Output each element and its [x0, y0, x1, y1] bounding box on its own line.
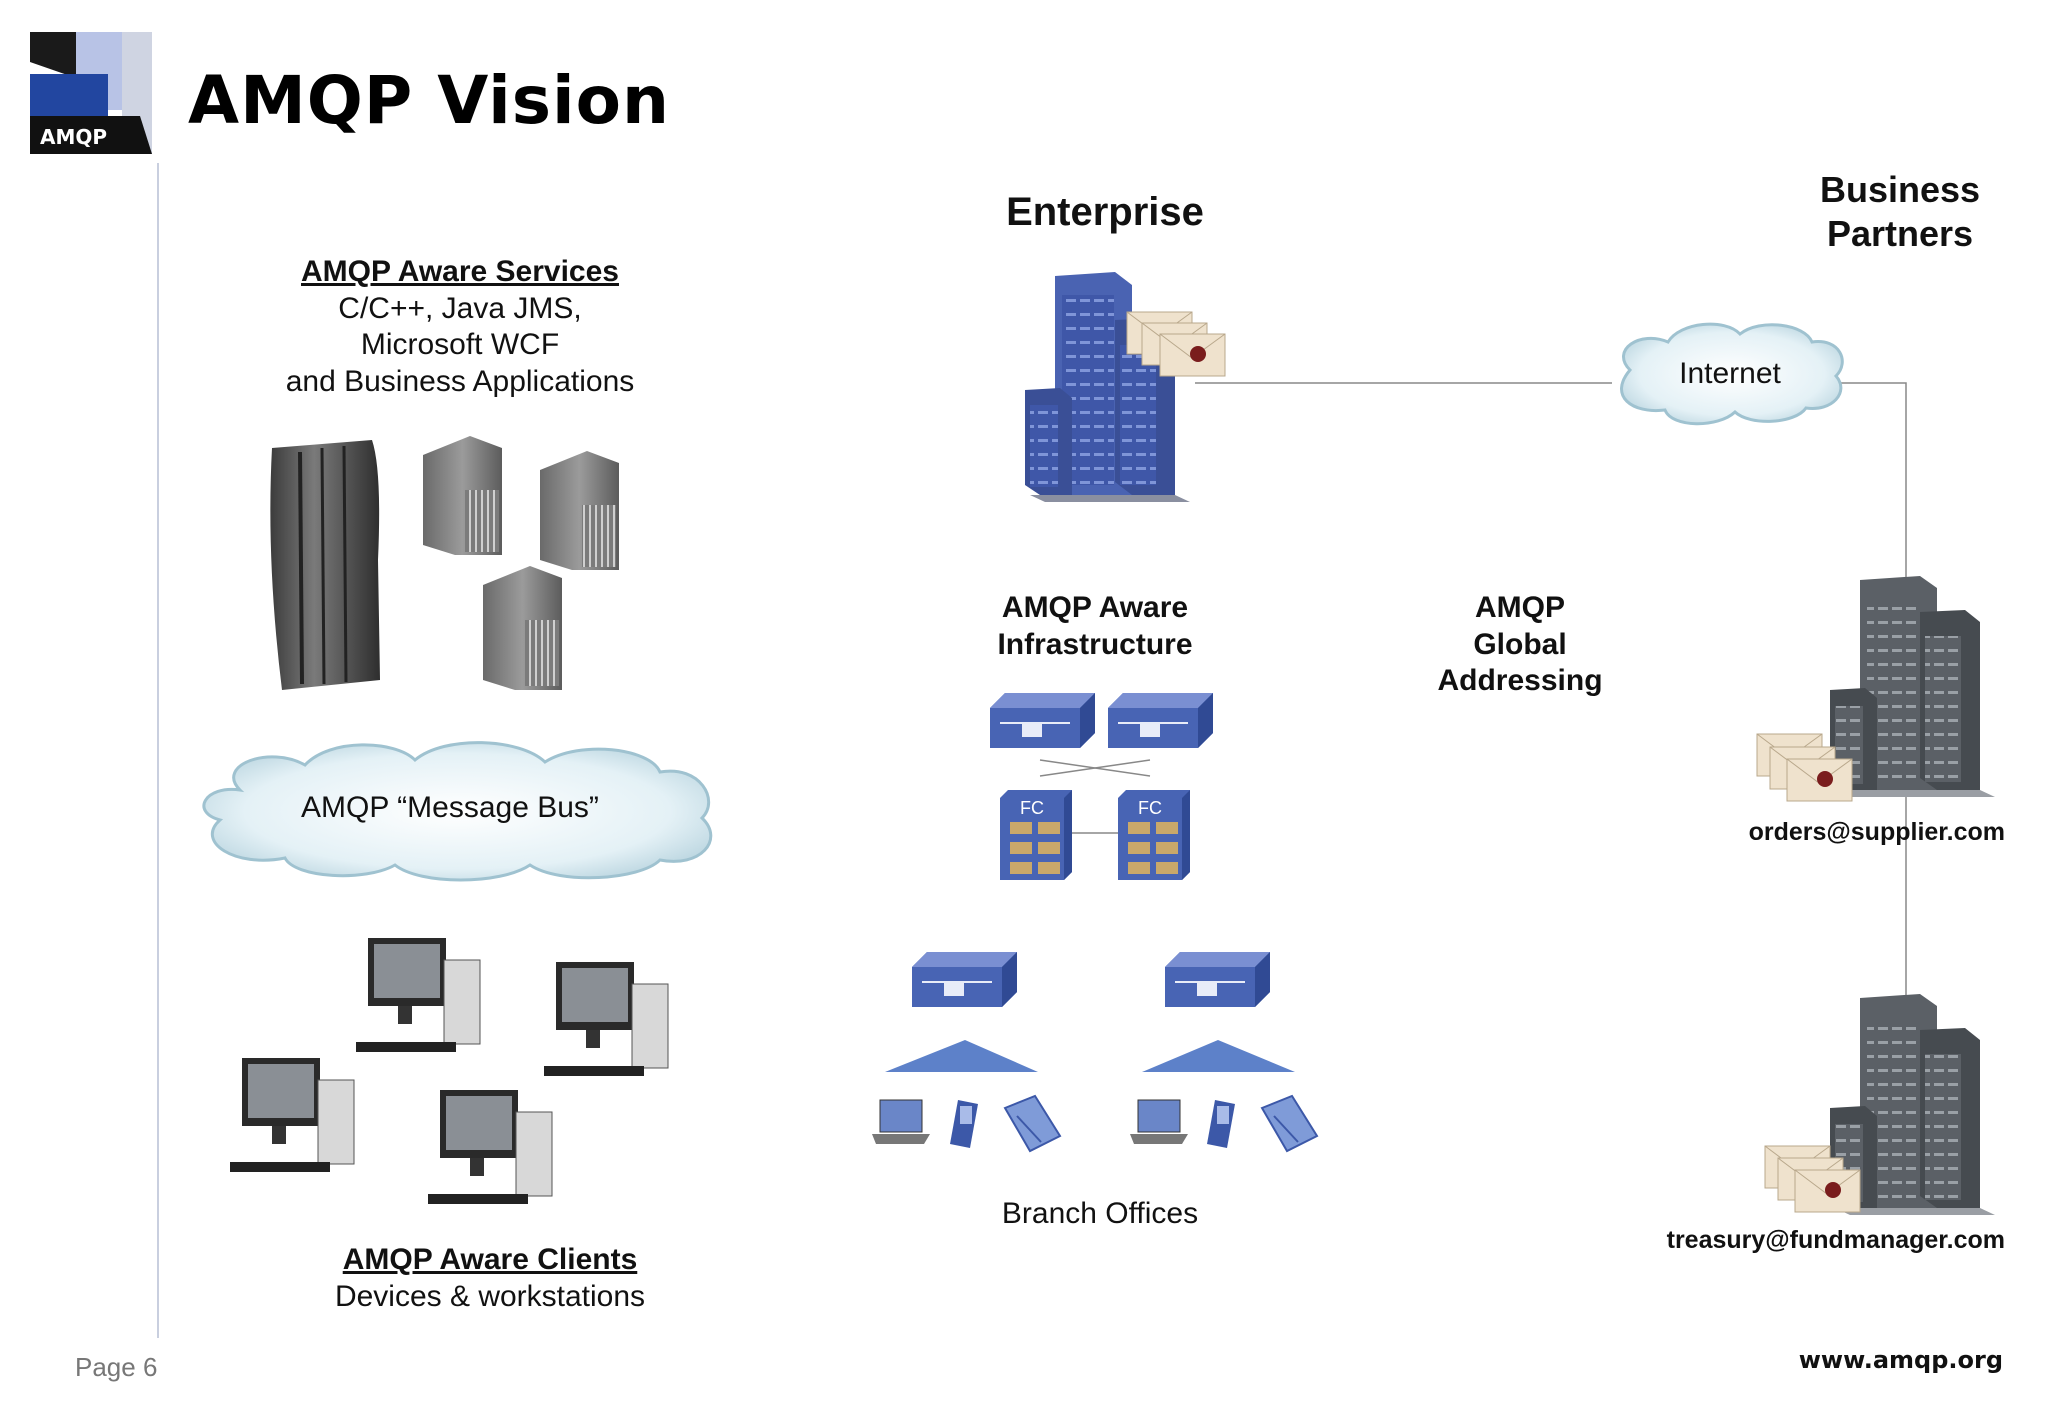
- global-addressing-line: AMQP: [1475, 591, 1565, 624]
- services-line: C/C++, Java JMS,: [338, 291, 582, 325]
- router-icon: [1108, 693, 1213, 748]
- link-internet-partners: [1830, 382, 1907, 1040]
- page-number: Page 6: [75, 1352, 158, 1382]
- branch-router-icon: [912, 952, 1017, 1007]
- clients-block: AMQP Aware Clients Devices & workstation…: [290, 1242, 690, 1315]
- mainframe-icon: [270, 440, 380, 690]
- fc-switch-icon: FC: [1118, 790, 1190, 880]
- vertical-divider: [157, 163, 159, 1338]
- envelope-icon: [1786, 758, 1853, 802]
- business-partners-label: Business Partners: [1780, 168, 2020, 256]
- branch-offices-label: Branch Offices: [1001, 1197, 1199, 1230]
- global-addressing-line: Addressing: [1437, 664, 1603, 698]
- business-partners-line: Business: [1819, 169, 1981, 210]
- services-heading: AMQP Aware Services: [301, 255, 619, 288]
- fc-switch-icon: FC: [1000, 790, 1072, 880]
- message-bus-label: AMQP “Message Bus”: [301, 791, 599, 824]
- services-line: Microsoft WCF: [360, 328, 560, 362]
- envelope-icon: [1794, 1169, 1861, 1213]
- connection-lines: [1010, 382, 1907, 1040]
- page-title: AMQP Vision: [188, 62, 670, 139]
- branch-network-triangle: [1142, 1040, 1295, 1072]
- envelope-icon: [1159, 333, 1226, 377]
- branch-router-icon: [1165, 952, 1270, 1007]
- services-block: AMQP Aware Services C/C++, Java JMS, Mic…: [250, 254, 670, 400]
- enterprise-building-icon: [1025, 272, 1190, 502]
- workstation-icon: [356, 938, 481, 1052]
- phone-icon: [1003, 1094, 1062, 1153]
- server-icon: [540, 451, 619, 570]
- fc-label: FC: [1020, 798, 1044, 818]
- phone-icon: [1260, 1094, 1319, 1153]
- server-icon: [423, 436, 502, 555]
- infrastructure-label: AMQP Aware Infrastructure: [960, 590, 1230, 663]
- pda-icon: [1207, 1100, 1235, 1148]
- server-icon: [483, 566, 562, 690]
- fc-label: FC: [1138, 798, 1162, 818]
- message-bus-cloud: [202, 741, 713, 882]
- clients-subtitle: Devices & workstations: [334, 1279, 646, 1313]
- global-addressing-label: AMQP Global Addressing: [1400, 590, 1640, 700]
- internet-cloud: [1620, 322, 1844, 426]
- supplier-building-icon: [1830, 576, 1995, 797]
- fundmanager-building-icon: [1830, 994, 1995, 1215]
- workstation-icon: [544, 962, 669, 1076]
- global-addressing-line: Global: [1473, 627, 1567, 661]
- services-line: and Business Applications: [285, 364, 635, 398]
- internet-label: Internet: [1679, 357, 1781, 390]
- laptop-icon: [872, 1099, 930, 1144]
- branch-network-triangle: [885, 1040, 1038, 1072]
- enterprise-label: Enterprise: [1006, 190, 1204, 234]
- infrastructure-line: AMQP Aware: [1001, 591, 1189, 624]
- workstation-icon: [230, 1058, 355, 1172]
- workstation-icon: [428, 1090, 553, 1204]
- router-icon: [990, 693, 1095, 748]
- link-router-cross-b: [1039, 759, 1151, 777]
- clients-heading: AMQP Aware Clients: [342, 1243, 638, 1276]
- laptop-icon: [1130, 1099, 1188, 1144]
- infrastructure-line: Infrastructure: [997, 627, 1193, 661]
- logo-text: AMQP: [40, 125, 107, 149]
- amqp-logo: AMQP: [30, 32, 152, 154]
- fundmanager-email-label: treasury@fundmanager.com: [1666, 1226, 2005, 1254]
- pda-icon: [950, 1100, 978, 1148]
- business-partners-line: Partners: [1826, 212, 1974, 254]
- footer-url: www.amqp.org: [1798, 1346, 2003, 1374]
- supplier-email-label: orders@supplier.com: [1748, 818, 2005, 846]
